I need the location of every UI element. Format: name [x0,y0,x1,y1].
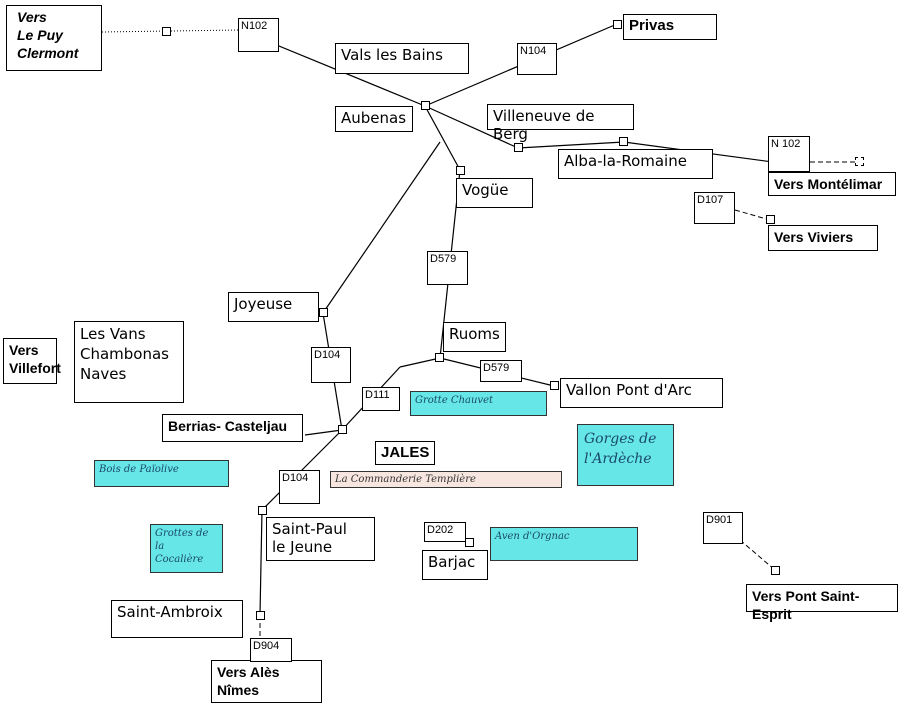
place-ruoms: Ruoms [443,322,506,352]
road-vers-pont [739,539,776,571]
road-vers-le-puy [101,29,241,33]
junction-marker [855,157,864,166]
place-vers-pont-saint-esprit: Vers Pont Saint-Esprit [746,584,898,622]
road-d104-south [259,509,263,616]
place-saint-ambroix: Saint-Ambroix [111,600,243,638]
junction-marker [465,538,474,547]
site-gorges-de-lardeche: Gorges de l'Ardèche [577,424,674,486]
place-vals-les-bains: Vals les Bains [335,43,469,74]
junction-marker [550,381,559,390]
place-vogue: Vogüe [456,178,533,208]
junction-marker [456,166,465,175]
road-label-d904: D904 [250,638,292,662]
place-berrias-casteljau: Berrias- Casteljau [162,414,303,442]
road-aubenas-joyeuse [322,141,441,314]
junction-marker [435,353,444,362]
road-label-d901: D901 [703,512,743,544]
road-label-d104-north: D104 [311,347,351,383]
road-label-d579-east: D579 [480,360,522,382]
place-barjac: Barjac [422,550,488,580]
junction-marker [514,143,523,152]
road-label-n102-east: N 102 [768,136,810,172]
site-grotte-chauvet: Grotte Chauvet [410,391,547,416]
place-les-vans: Les Vans Chambonas Naves [74,321,184,403]
place-privas: Privas [623,14,717,40]
junction-marker [766,215,775,224]
junction-marker [319,308,328,317]
junction-marker [619,137,628,146]
road-label-d104-south: D104 [279,470,320,504]
junction-marker [421,101,430,110]
road-aubenas-vogue [424,105,461,171]
site-aven-dorgnac: Aven d'Orgnac [490,527,638,561]
road-ruoms-jales [399,357,441,368]
place-vers-viviers: Vers Viviers [768,225,878,251]
road-label-n102-west: N102 [238,18,279,52]
road-vers-viviers [734,209,771,221]
place-jales: JALES [375,441,435,465]
road-n102-east [424,105,519,149]
road-label-d202: D202 [424,522,466,542]
site-commanderie-templiere: La Commanderie Templière [330,471,562,488]
place-vers-ales-nimes: Vers Alès Nîmes [211,660,322,703]
site-grottes-de-la-cocaliere: Grottes de la Cocalière [150,524,223,573]
road-berrias [304,429,343,436]
junction-marker [256,611,265,620]
place-vers-le-puy: Vers Le Puy Clermont [6,5,102,71]
junction-marker [771,566,780,575]
road-label-n104: N104 [517,43,557,75]
place-alba-la-romaine: Alba-la-Romaine [558,149,713,179]
junction-marker [258,506,267,515]
junction-marker [613,20,622,29]
place-villeneuve-de-berg: Villeneuve de Berg [487,104,634,143]
place-aubenas: Aubenas [335,106,413,132]
road-label-d579-north: D579 [427,251,468,285]
road-alba [517,141,625,149]
place-joyeuse: Joyeuse [228,292,319,322]
place-vers-montelimar: Vers Montélimar [768,172,896,196]
junction-marker [338,425,347,434]
place-saint-paul-le-jeune: Saint-Paul le Jeune [266,517,375,561]
place-vers-villefort: Vers Villefort [3,338,61,384]
junction-marker [162,27,171,36]
place-vallon-pont-darc: Vallon Pont d'Arc [560,378,723,408]
road-label-d107: D107 [694,192,735,224]
site-bois-de-paiolive: Bois de Païolive [94,460,229,487]
road-label-d111: D111 [362,387,400,411]
